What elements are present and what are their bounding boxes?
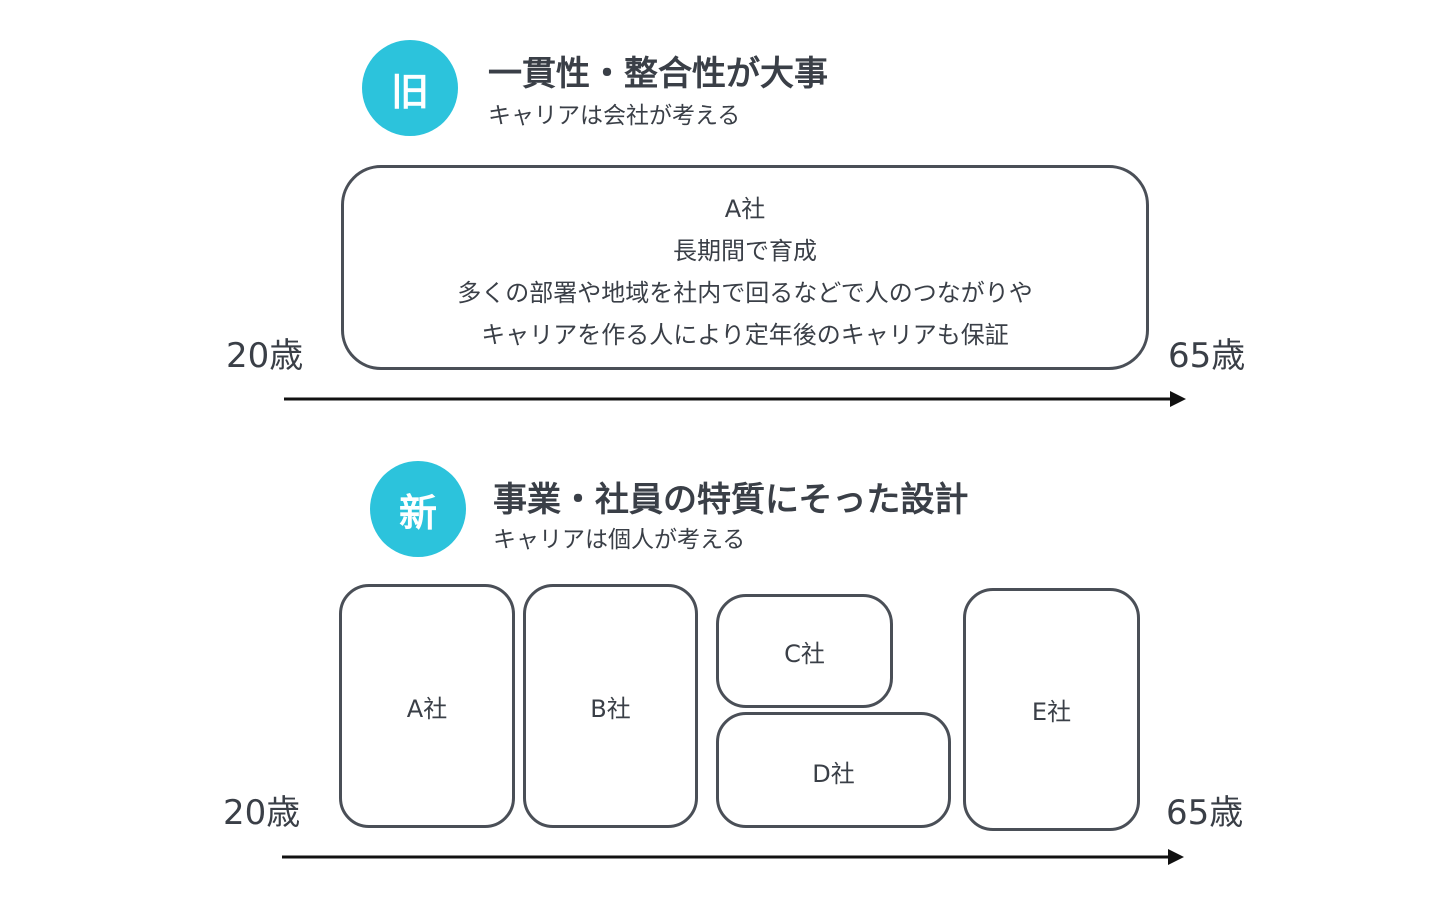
old-company-box: A社 長期間で育成 多くの部署や地域を社内で回るなどで人のつながりや キャリアを… bbox=[341, 165, 1149, 370]
company-box-d: D社 bbox=[716, 712, 951, 828]
old-title: 一貫性・整合性が大事 bbox=[488, 54, 828, 94]
new-badge: 新 bbox=[370, 461, 466, 557]
new-subtitle: キャリアは個人が考える bbox=[493, 527, 746, 553]
new-start-age: 20歳 bbox=[223, 793, 301, 833]
old-badge: 旧 bbox=[362, 40, 458, 136]
company-d-label: D社 bbox=[812, 759, 855, 788]
old-subtitle: キャリアは会社が考える bbox=[488, 103, 741, 129]
new-end-age: 65歳 bbox=[1166, 793, 1244, 833]
company-box-b: B社 bbox=[523, 584, 698, 828]
company-c-label: C社 bbox=[784, 639, 825, 668]
old-company-desc-2: 多くの部署や地域を社内で回るなどで人のつながりや bbox=[457, 279, 1033, 307]
company-box-e: E社 bbox=[963, 588, 1140, 831]
company-b-label: B社 bbox=[590, 694, 631, 723]
old-start-age: 20歳 bbox=[226, 336, 304, 376]
old-company-desc-3: キャリアを作る人により定年後のキャリアも保証 bbox=[481, 321, 1009, 349]
old-company-desc-1: 長期間で育成 bbox=[673, 237, 817, 265]
company-a-label: A社 bbox=[406, 694, 448, 723]
old-end-age: 65歳 bbox=[1168, 336, 1246, 376]
old-company-name: A社 bbox=[724, 195, 766, 223]
company-e-label: E社 bbox=[1031, 698, 1072, 726]
company-box-c: C社 bbox=[716, 594, 893, 708]
company-box-a: A社 bbox=[339, 584, 515, 828]
new-title: 事業・社員の特質にそった設計 bbox=[493, 480, 969, 520]
